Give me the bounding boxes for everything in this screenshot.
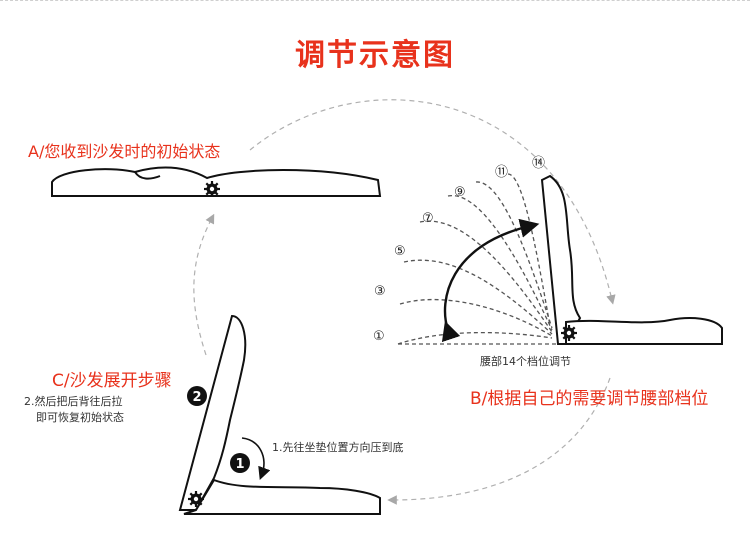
step-1-text: 1.先往坐垫位置方向压到底: [272, 441, 404, 454]
hinge-gear-icon: [186, 489, 206, 509]
gear-marker-1: ①: [373, 329, 385, 344]
curved-arrow-icon: [441, 218, 540, 343]
dashed-cycle-arrow-icon: [193, 99, 616, 505]
lumbar-caption: 腰部14个档位调节: [480, 355, 571, 368]
cycle-arrow-b-to-c: [387, 377, 611, 505]
gear-marker-11: ⑪: [495, 165, 508, 180]
sofa-flat: [51, 166, 382, 197]
hinge-gear-icon: [202, 179, 222, 199]
page-title: 调节示意图: [295, 38, 455, 73]
gear-marker-7: ⑦: [422, 211, 434, 226]
step-2-text: 2.然后把后背往后拉 即可恢复初始状态: [24, 394, 124, 426]
cycle-arrow-c-to-a: [193, 213, 215, 356]
top-dashed-border: [0, 0, 750, 1]
sofa-unfolding: [178, 314, 381, 515]
step-2-line-2: 即可恢复初始状态: [36, 411, 124, 424]
gear-marker-14: ⑭: [532, 156, 545, 171]
svg-text:2: 2: [192, 390, 201, 405]
step-2-badge: 2: [187, 386, 207, 406]
sofa-lumbar-upright: [540, 174, 723, 345]
step-1-badge: 1: [230, 453, 250, 473]
svg-text:1: 1: [235, 457, 244, 472]
gear-marker-5: ⑤: [394, 244, 406, 259]
state-b-label: B/根据自己的需要调节腰部档位: [470, 389, 709, 409]
state-a-label: A/您收到沙发时的初始状态: [28, 142, 221, 161]
hinge-gear-icon: [559, 323, 579, 343]
step-2-line-1: 2.然后把后背往后拉: [24, 395, 123, 408]
curved-arrow-icon: [241, 437, 271, 480]
gear-marker-9: ⑨: [454, 185, 466, 200]
lumbar-dashed-positions: [397, 173, 553, 345]
state-c-label: C/沙发展开步骤: [52, 371, 172, 391]
cycle-arrow-a-to-b: [249, 99, 616, 305]
gear-marker-3: ③: [374, 284, 386, 299]
